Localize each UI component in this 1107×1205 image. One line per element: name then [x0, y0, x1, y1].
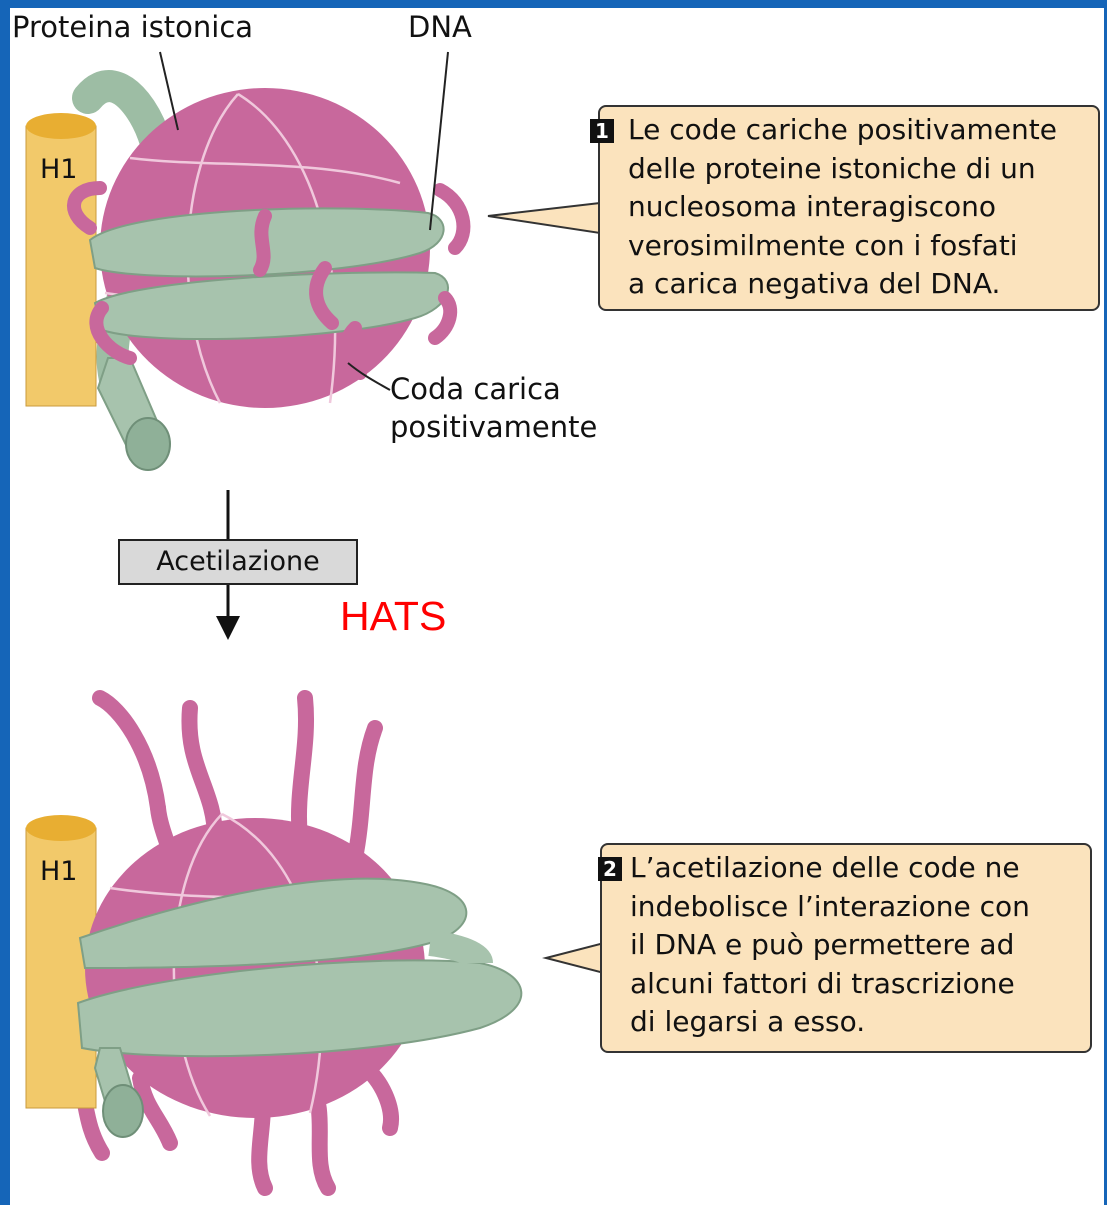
diagram-frame: Proteina istonica DNA H1 Coda carica pos…: [10, 8, 1104, 1205]
nucleosome-acetylated: [26, 698, 604, 1188]
label-dna: DNA: [408, 10, 472, 44]
callout-step-2: 2 L’acetilazione delle code ne indebolis…: [600, 843, 1092, 1053]
label-tail-line-1: Coda carica: [390, 370, 597, 408]
label-positive-tail: Coda carica positivamente: [390, 370, 597, 446]
step2-line-1: L’acetilazione delle code ne: [630, 849, 1080, 888]
label-h1-bottom: H1: [40, 855, 77, 889]
step2-line-5: di legarsi a esso.: [630, 1003, 1080, 1042]
label-h1-top: H1: [40, 153, 77, 187]
acetylation-label-box: Acetilazione: [118, 539, 358, 585]
step1-line-4: verosimilmente con i fosfati: [628, 227, 1088, 266]
step2-line-3: il DNA e può permettere ad: [630, 926, 1080, 965]
step1-line-2: delle proteine istoniche di un: [628, 150, 1088, 189]
label-tail-line-2: positivamente: [390, 408, 597, 446]
step1-line-1: Le code cariche positivamente: [628, 111, 1088, 150]
step-number-2: 2: [598, 857, 622, 881]
leader-dna: [430, 52, 448, 230]
callout-pointer-1: [488, 203, 600, 233]
label-histone-protein: Proteina istonica: [12, 10, 253, 44]
step-number-1: 1: [590, 119, 614, 143]
step2-line-4: alcuni fattori di trascrizione: [630, 965, 1080, 1004]
callout-step-1: 1 Le code cariche positivamente delle pr…: [598, 105, 1100, 311]
callout-pointer-2: [546, 943, 604, 973]
step2-line-2: indebolisce l’interazione con: [630, 888, 1080, 927]
step1-line-5: a carica negativa del DNA.: [628, 265, 1088, 304]
dna-end-tube: [98, 358, 170, 470]
hats-label: HATS: [340, 593, 446, 640]
step1-line-3: nucleosoma interagiscono: [628, 188, 1088, 227]
